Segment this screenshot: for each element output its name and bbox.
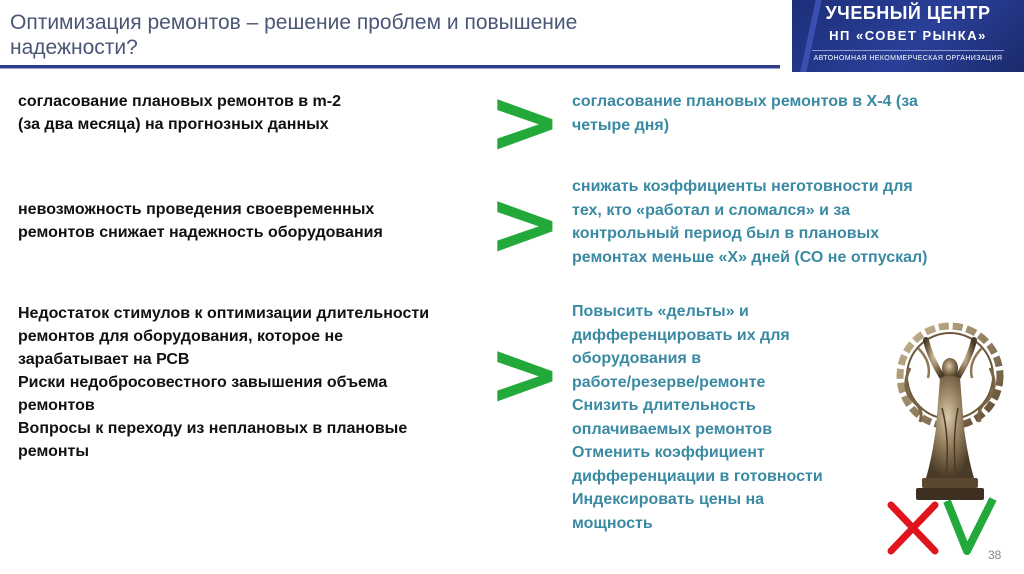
title-rule (0, 65, 780, 68)
solution-3: Повысить «дельты» и дифференцировать их … (572, 300, 823, 535)
problem-2-line: невозможность проведения своевременных (18, 201, 375, 218)
title-line-2: надежности? (10, 36, 138, 59)
title-rule-thin (0, 68, 780, 69)
greater-than-symbol-2: > (488, 172, 562, 275)
problem-1-line: (за два месяца) на прогнозных данных (18, 116, 329, 133)
solution-1: согласование плановых ремонтов в X-4 (за… (572, 90, 918, 137)
title-line-1: Оптимизация ремонтов – решение проблем и… (10, 11, 578, 34)
problem-3: Недостаток стимулов к оптимизации длител… (18, 302, 429, 463)
solution-2-line: ремонтах меньше «Х» дней (СО не отпускал… (572, 248, 928, 266)
solution-3-line: Снизить длительность (572, 397, 756, 414)
award-statue-icon (896, 322, 1004, 500)
solution-2-line: снижать коэффициенты неготовности для (572, 178, 913, 195)
problem-2-line: ремонтов снижает надежность оборудования (18, 224, 383, 241)
solution-3-line: мощность (572, 514, 653, 532)
problem-3-line: Риски недобросовестного завышения объема (18, 374, 388, 391)
logo-caption: АВТОНОМНАЯ НЕКОММЕРЧЕСКАЯ ОРГАНИЗАЦИЯ (813, 55, 1003, 62)
solution-2-line: контрольный период был в плановых (572, 225, 880, 242)
slide-title: Оптимизация ремонтов – решение проблем и… (10, 10, 730, 60)
solution-3-line: оборудования в (572, 350, 702, 367)
page-number: 38 (988, 548, 1002, 562)
problem-3-line: зарабатывает на РСВ (18, 351, 190, 368)
check-mark-icon (943, 497, 997, 555)
problem-3-line: ремонтов (18, 397, 95, 414)
logo-divider (812, 50, 1004, 51)
problem-3-line: ремонтов для оборудования, которое не (18, 328, 343, 345)
solution-3-line: Отменить коэффициент (572, 444, 765, 461)
cross-mark-icon (887, 501, 939, 555)
solution-3-line: дифференцировать их для (572, 326, 790, 344)
solution-1-line: согласование плановых ремонтов в X-4 (за (572, 93, 918, 110)
solution-2-line: тех, кто «работал и сломался» и за (572, 201, 851, 219)
logo-title: УЧЕБНЫЙ ЦЕНТР (825, 3, 991, 23)
greater-than-symbol-1: > (488, 70, 562, 173)
greater-than-symbol-3: > (488, 322, 562, 425)
solution-3-line: Повысить «дельты» и (572, 303, 749, 320)
problem-3-line: Недостаток стимулов к оптимизации длител… (18, 305, 430, 322)
logo-panel: УЧЕБНЫЙ ЦЕНТР НП «СОВЕТ РЫНКА» АВТОНОМНА… (792, 0, 1024, 72)
logo-subtitle: НП «СОВЕТ РЫНКА» (829, 28, 987, 43)
solution-2: снижать коэффициенты неготовности для те… (572, 175, 927, 269)
problem-2: невозможность проведения своевременных р… (18, 198, 383, 244)
solution-3-line: работе/резерве/ремонте (572, 373, 766, 391)
solution-3-line: оплачиваемых ремонтов (572, 420, 773, 438)
solution-1-line: четыре дня) (572, 116, 670, 134)
problem-1-line: согласование плановых ремонтов в m-2 (18, 93, 341, 110)
cross-and-check-marks (887, 497, 997, 555)
solution-3-line: дифференциации в готовности (572, 467, 823, 485)
problem-3-line: Вопросы к переходу из неплановых в плано… (18, 420, 408, 437)
solution-3-line: Индексировать цены на (572, 491, 765, 508)
problem-3-line: ремонты (18, 443, 90, 460)
problem-1: согласование плановых ремонтов в m-2 (за… (18, 90, 341, 136)
